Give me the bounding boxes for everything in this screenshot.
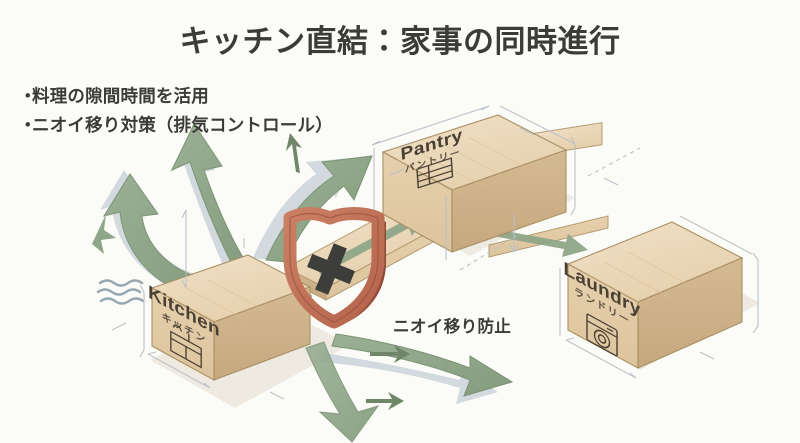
page-title: キッチン直結：家事の同時進行 — [179, 24, 621, 59]
bullet-text: 料理の隙間時間を活用 — [32, 86, 209, 106]
washing-machine-icon — [586, 313, 618, 357]
bullet-item: ・ニオイ移り対策（排気コントロール） — [19, 111, 333, 140]
dimension-lines — [111, 105, 759, 400]
room-box-kitchen: Kitchen キッチン — [148, 254, 312, 381]
odor-block-caption: ニオイ移り防止 — [393, 318, 512, 336]
stove-icon — [170, 324, 202, 369]
room-box-pantry: Pantry パントリー — [381, 114, 568, 253]
shield-cross-icon — [283, 207, 386, 329]
bullet-item: ・料理の隙間時間を活用 — [19, 82, 333, 111]
bullet-marker: ・ — [19, 114, 37, 135]
bullet-text: ニオイ移り対策（排気コントロール） — [32, 114, 333, 135]
room-box-laundry: Laundry ランドリー — [563, 221, 744, 369]
cross-mark — [307, 243, 355, 295]
bullet-marker: ・ — [19, 86, 37, 106]
shelf-icon — [416, 157, 454, 189]
bullet-list: ・料理の隙間時間を活用 ・ニオイ移り対策（排気コントロール） — [19, 82, 333, 139]
